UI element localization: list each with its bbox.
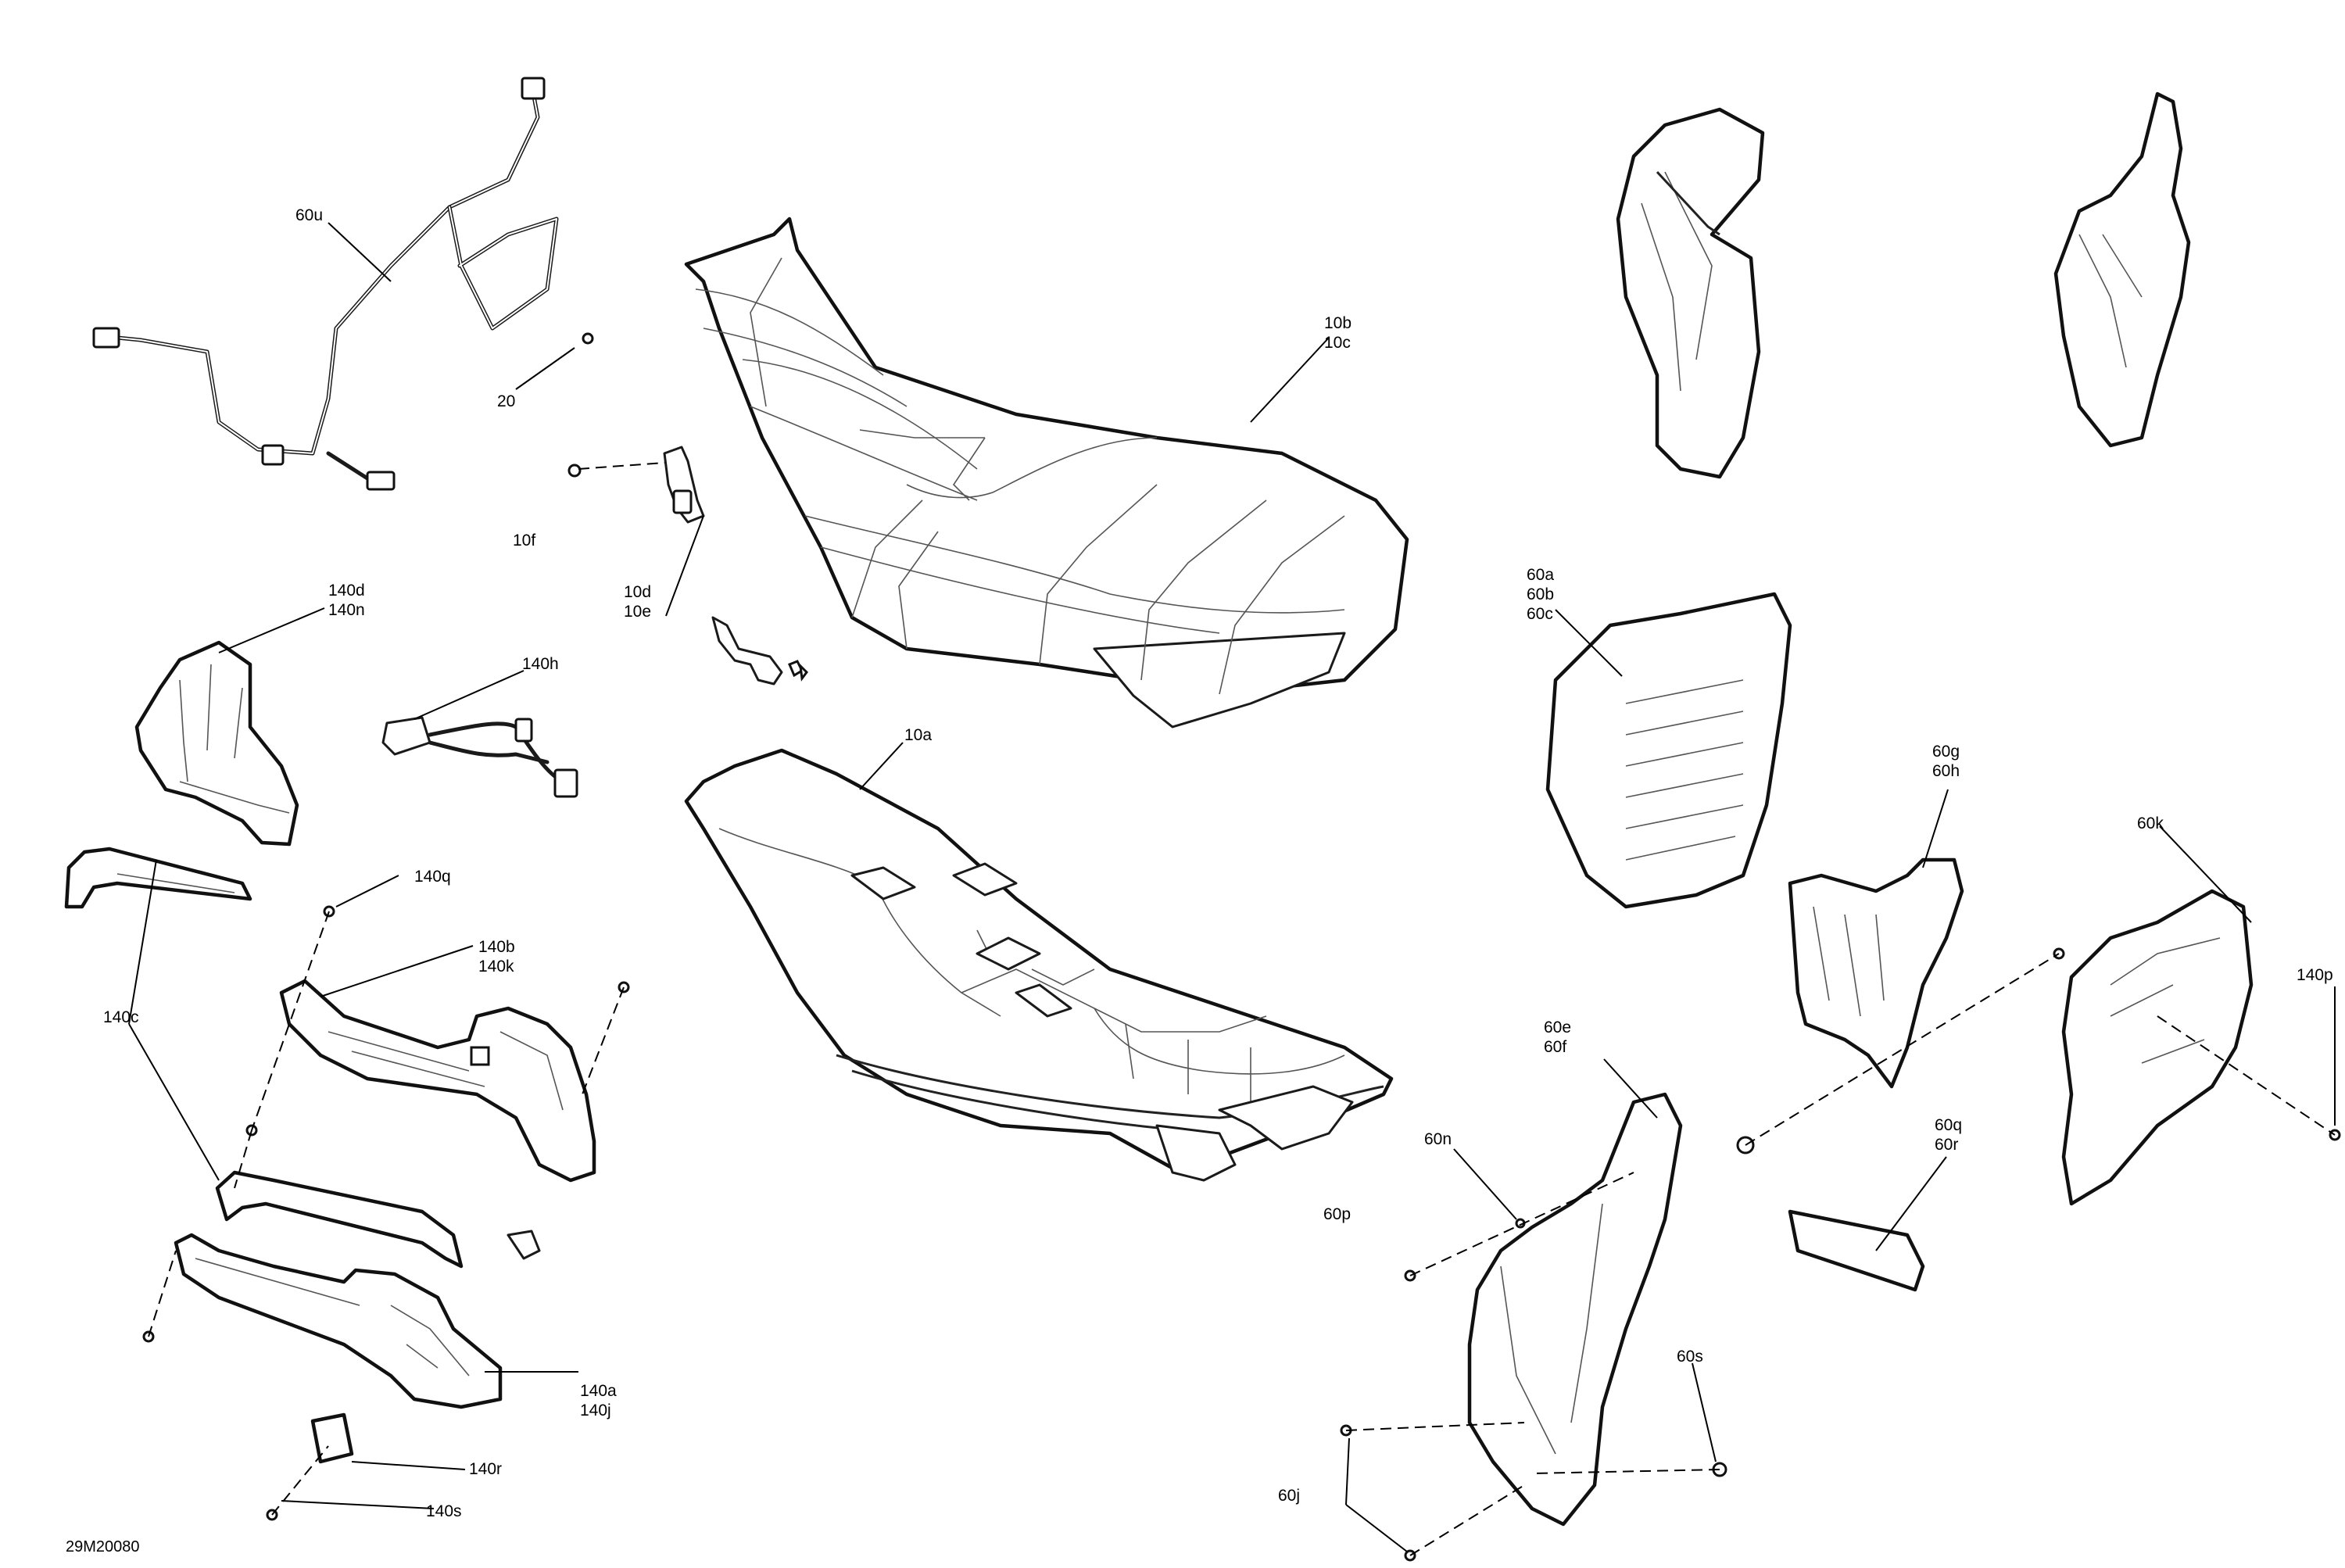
label-140b: 140b — [478, 938, 515, 956]
label-60k: 60k — [2137, 814, 2164, 832]
label-10c: 10c — [1324, 334, 1351, 352]
label-140p: 140p — [2297, 966, 2333, 984]
label-60n: 60n — [1424, 1130, 1452, 1148]
label-140h: 140h — [522, 655, 559, 673]
handle-latch — [470, 1046, 490, 1066]
figure-reference-code: 29M20080 — [66, 1538, 140, 1555]
connector-140h[interactable] — [381, 716, 578, 798]
side-panel-60e[interactable] — [1467, 1092, 1683, 1527]
label-60f: 60f — [1544, 1038, 1566, 1056]
label-10b: 10b — [1324, 314, 1352, 332]
label-140c: 140c — [103, 1008, 139, 1026]
label-60j: 60j — [1278, 1487, 1300, 1505]
seat-latch-bracket[interactable] — [711, 616, 808, 686]
label-140s: 140s — [426, 1502, 462, 1520]
seat-base-10a[interactable] — [684, 748, 1394, 1182]
label-60c: 60c — [1527, 605, 1553, 623]
nut-20[interactable] — [582, 332, 594, 345]
label-10e: 10e — [624, 603, 651, 621]
label-60b: 60b — [1527, 585, 1554, 603]
bracket-60q[interactable] — [1788, 1209, 1925, 1292]
handle-insert-140c-lower[interactable] — [215, 1170, 464, 1269]
label-140n: 140n — [328, 601, 365, 619]
label-10a: 10a — [904, 726, 932, 744]
label-140r: 140r — [469, 1460, 502, 1478]
label-60e: 60e — [1544, 1018, 1571, 1036]
latch-handle-10d[interactable] — [663, 446, 705, 524]
harness-connector-bottom — [366, 471, 396, 491]
wiring-harness-60u[interactable] — [92, 77, 559, 491]
label-140k: 140k — [478, 958, 514, 976]
harness-connector-left — [92, 327, 120, 349]
label-60g: 60g — [1932, 743, 1960, 761]
label-60r: 60r — [1935, 1136, 1958, 1154]
label-10d: 10d — [624, 583, 651, 601]
label-20: 20 — [497, 392, 515, 410]
label-60a: 60a — [1527, 566, 1554, 584]
callout-labels: 60u 20 10f 10d 10e 10b 10c 10a 140d 140n… — [103, 206, 2333, 1520]
clip-140[interactable] — [507, 1230, 541, 1260]
screw-10f[interactable] — [567, 464, 582, 478]
backrest-bracket[interactable] — [2053, 91, 2191, 448]
label-60h: 60h — [1932, 762, 1960, 780]
harness-connector-top — [521, 77, 546, 100]
plate-140r[interactable] — [310, 1412, 354, 1464]
passenger-backrest-upper[interactable] — [1616, 107, 1765, 479]
handle-insert-140c-upper[interactable] — [64, 847, 252, 909]
label-140j: 140j — [580, 1402, 611, 1419]
label-140a: 140a — [580, 1382, 617, 1400]
label-60p: 60p — [1323, 1205, 1351, 1223]
backrest-pad-60a[interactable] — [1545, 592, 1792, 909]
grab-handle-140b[interactable] — [279, 979, 596, 1183]
assembly-dashed-lines — [148, 462, 2336, 1556]
label-60s: 60s — [1677, 1348, 1703, 1366]
side-cover-140d[interactable] — [134, 640, 299, 847]
backrest-frame-60g[interactable] — [1788, 857, 1964, 1089]
connector-plug-2 — [514, 718, 533, 743]
label-140q: 140q — [414, 868, 451, 886]
leader-lines — [128, 222, 2336, 1552]
label-60u: 60u — [295, 206, 323, 224]
seat-cover-10b[interactable] — [684, 217, 1409, 729]
label-10f: 10f — [513, 532, 535, 550]
connector-plug — [553, 768, 578, 798]
rear-panel-60k[interactable] — [2061, 889, 2254, 1206]
grab-handle-140a[interactable] — [174, 1233, 503, 1409]
label-140d: 140d — [328, 582, 365, 600]
harness-splice — [261, 444, 285, 466]
label-60q: 60q — [1935, 1116, 1962, 1134]
latch-clip — [672, 489, 693, 514]
